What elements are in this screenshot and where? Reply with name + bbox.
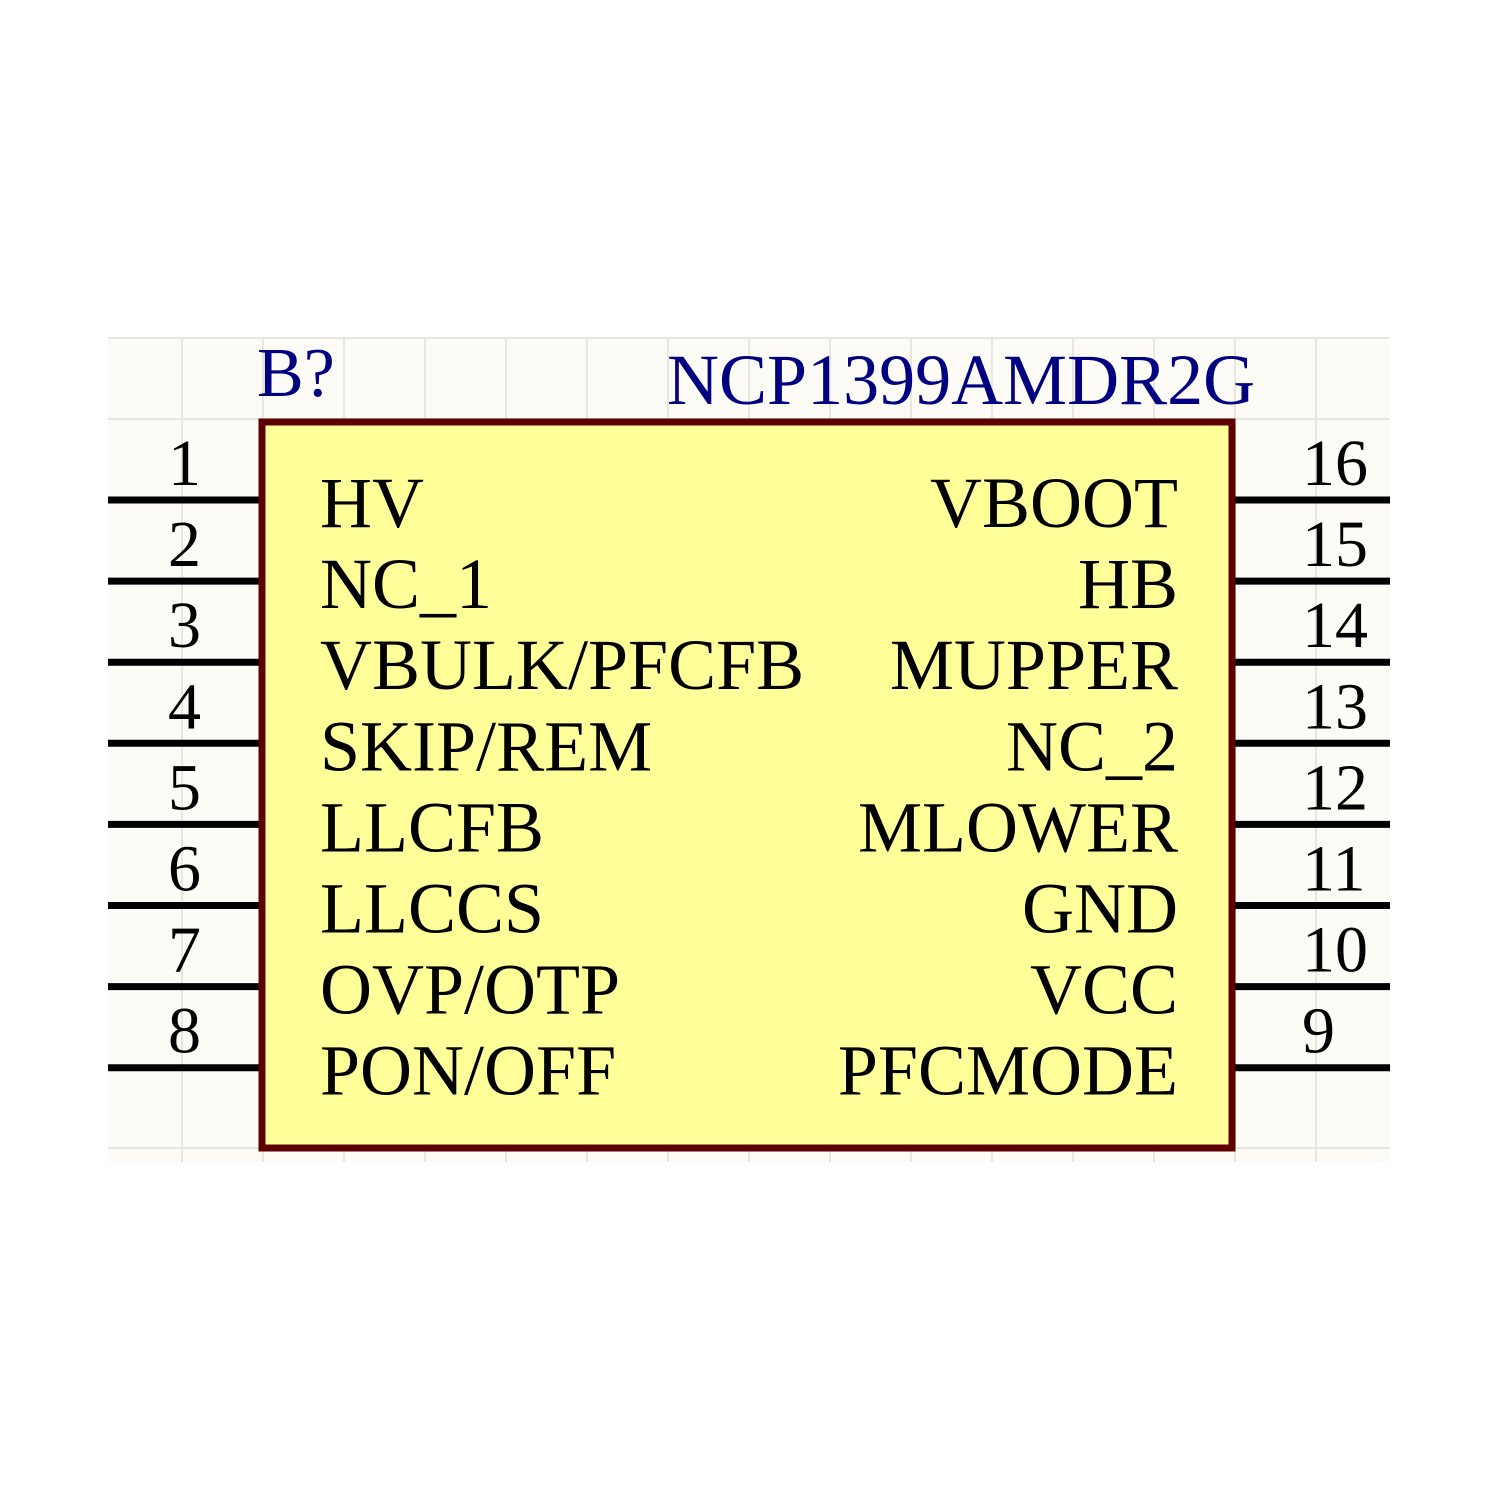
pin-labels: 1 HV 2 NC_1 3 VBULK/PFCFB 4 SKIP/REM 5 LLCFB 6 LLCC… xyxy=(168,427,1368,1111)
pin-number: 15 xyxy=(1302,508,1368,581)
pin-number: 16 xyxy=(1302,427,1368,500)
component-body[interactable] xyxy=(258,418,1236,1152)
part-number-label[interactable]: NCP1399AMDR2G xyxy=(667,340,1255,420)
pin-name: LLCCS xyxy=(320,869,544,949)
pin-number: 5 xyxy=(168,751,201,824)
pin-name: HV xyxy=(320,463,424,543)
pin-name: VBOOT xyxy=(930,463,1178,543)
pin-number: 10 xyxy=(1302,914,1368,987)
pin-number: 7 xyxy=(168,914,201,987)
pin-number: 4 xyxy=(168,670,201,743)
pin-name: VCC xyxy=(1030,950,1178,1030)
pin-number: 3 xyxy=(168,589,201,662)
pin-name: VBULK/PFCFB xyxy=(320,625,804,705)
pin-number: 2 xyxy=(168,508,201,581)
pin-number: 6 xyxy=(168,833,201,906)
designator-label[interactable]: B? xyxy=(257,335,335,412)
pin-name: LLCFB xyxy=(320,787,544,867)
pin-number: 8 xyxy=(168,995,201,1068)
pin-number: 14 xyxy=(1302,589,1368,662)
pin-number: 13 xyxy=(1302,670,1368,743)
pin-name: SKIP/REM xyxy=(320,706,652,786)
pin-number: 9 xyxy=(1302,995,1335,1068)
pin-number: 1 xyxy=(168,427,201,500)
pin-name: HB xyxy=(1078,544,1178,624)
pin-name: PFCMODE xyxy=(838,1031,1178,1111)
pin-name: MLOWER xyxy=(858,787,1178,867)
pin-name: NC_1 xyxy=(320,544,492,624)
pin-name: GND xyxy=(1022,869,1178,949)
pin-number: 11 xyxy=(1302,833,1366,906)
pin-name: MUPPER xyxy=(890,625,1178,705)
pins xyxy=(108,496,1390,1072)
pin-name: NC_2 xyxy=(1006,706,1178,786)
pin-name: OVP/OTP xyxy=(320,950,620,1030)
pin-name: PON/OFF xyxy=(320,1031,616,1111)
pin-number: 12 xyxy=(1302,751,1368,824)
